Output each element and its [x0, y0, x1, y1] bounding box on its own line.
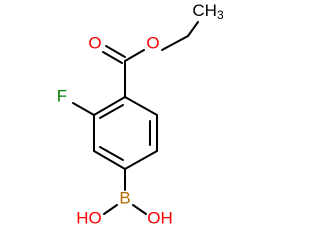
methyl-label: CH3 — [192, 1, 224, 23]
bond-ring-fluorine — [72, 102, 95, 116]
bond-c3-c4 — [93, 150, 126, 170]
bond-carbonyl-ester-oxygen — [124, 49, 145, 62]
hydroxyl-right-label: OH — [147, 209, 173, 228]
carbonyl-double-bond-b — [105, 45, 126, 58]
inner-bond-c3-c4 — [99, 146, 124, 161]
carbonyl-oxygen-label: O — [88, 34, 101, 53]
ester-group — [102, 21, 199, 98]
bond-boron-hydroxyl-right — [132, 204, 147, 215]
molecule-diagram: O O CH3 F B HO OH — [57, 1, 224, 228]
hydroxyl-left-label: HO — [76, 209, 102, 228]
inner-bond-c1-c2 — [99, 104, 124, 119]
carbonyl-double-bond-a — [102, 51, 123, 64]
bond-ethyl-methyl — [187, 21, 199, 37]
bond-c6-c1 — [124, 96, 158, 116]
bond-boron-hydroxyl-left — [103, 204, 118, 215]
bond-c4-c5 — [124, 150, 158, 170]
bond-c1-c2 — [93, 96, 126, 116]
bond-ester-oxygen-ethyl — [161, 35, 189, 51]
methyl-subscript: 3 — [217, 8, 224, 22]
ester-oxygen-label: O — [146, 34, 159, 53]
structure-canvas: O O CH3 F B HO OH — [56, 0, 224, 228]
benzene-ring — [93, 96, 158, 170]
boron-label: B — [119, 189, 130, 208]
methyl-text: CH — [192, 1, 217, 20]
fluorine-label: F — [57, 87, 67, 106]
